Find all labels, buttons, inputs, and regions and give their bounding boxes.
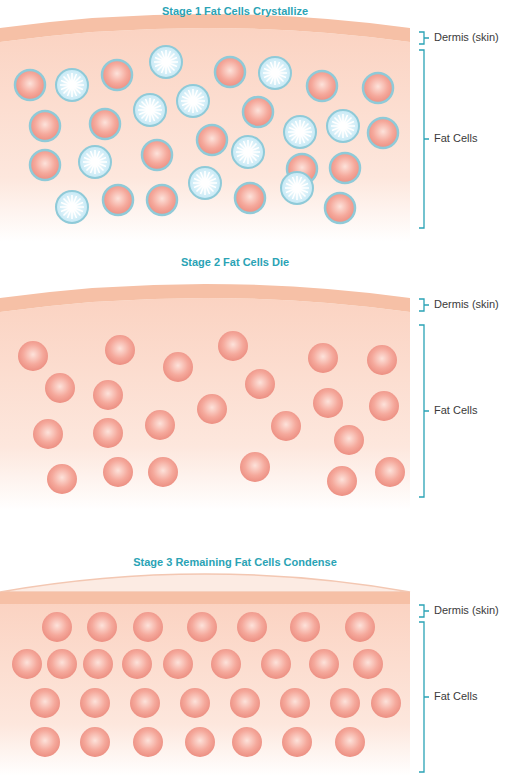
- stage-title: Stage 3 Remaining Fat Cells Condense: [133, 556, 337, 569]
- layer-label: Dermis (skin): [434, 298, 499, 311]
- layer-label: Fat Cells: [434, 132, 477, 145]
- layer-label: Dermis (skin): [434, 604, 499, 617]
- layer-label: Fat Cells: [434, 404, 477, 417]
- layer-label: Fat Cells: [434, 690, 477, 703]
- layer-label: Dermis (skin): [434, 31, 499, 44]
- stage-title: Stage 1 Fat Cells Crystallize: [162, 5, 308, 18]
- stage-title: Stage 2 Fat Cells Die: [181, 256, 289, 269]
